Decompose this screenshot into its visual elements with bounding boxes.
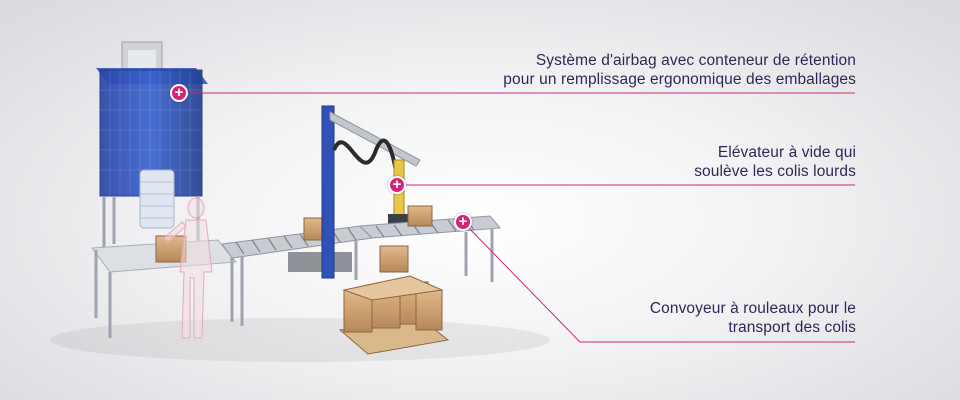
floor-shadow xyxy=(50,318,550,362)
callout-elevator-line1: Elévateur à vide qui xyxy=(717,144,856,161)
airbag-system xyxy=(96,41,208,250)
callout-conveyor-line1: Convoyeur à rouleaux pour le xyxy=(649,300,856,317)
callout-elevator: Elévateur à vide qui soulève les colis l… xyxy=(694,143,856,181)
hotspot-conveyor[interactable]: + xyxy=(454,213,472,231)
plus-icon: + xyxy=(174,84,184,101)
callout-line-conveyor xyxy=(462,221,855,343)
callout-elevator-line2: soulève les colis lourds xyxy=(694,163,856,180)
callout-conveyor-line2: transport des colis xyxy=(728,319,856,336)
callout-airbag-line2: pour un remplissage ergonomique des emba… xyxy=(503,71,856,88)
hotspot-elevator[interactable]: + xyxy=(388,176,406,194)
callout-airbag: Système d'airbag avec conteneur de réten… xyxy=(503,51,856,89)
callout-airbag-line1: Système d'airbag avec conteneur de réten… xyxy=(535,52,856,69)
operator-figure xyxy=(163,197,213,339)
callout-conveyor: Convoyeur à rouleaux pour le transport d… xyxy=(650,299,856,337)
vacuum-lifter xyxy=(288,105,421,279)
pallet-with-boxes xyxy=(338,275,450,355)
callout-lines xyxy=(179,92,855,343)
plus-icon: + xyxy=(458,213,468,230)
hotspot-airbag[interactable]: + xyxy=(170,84,188,102)
plus-icon: + xyxy=(392,176,402,193)
